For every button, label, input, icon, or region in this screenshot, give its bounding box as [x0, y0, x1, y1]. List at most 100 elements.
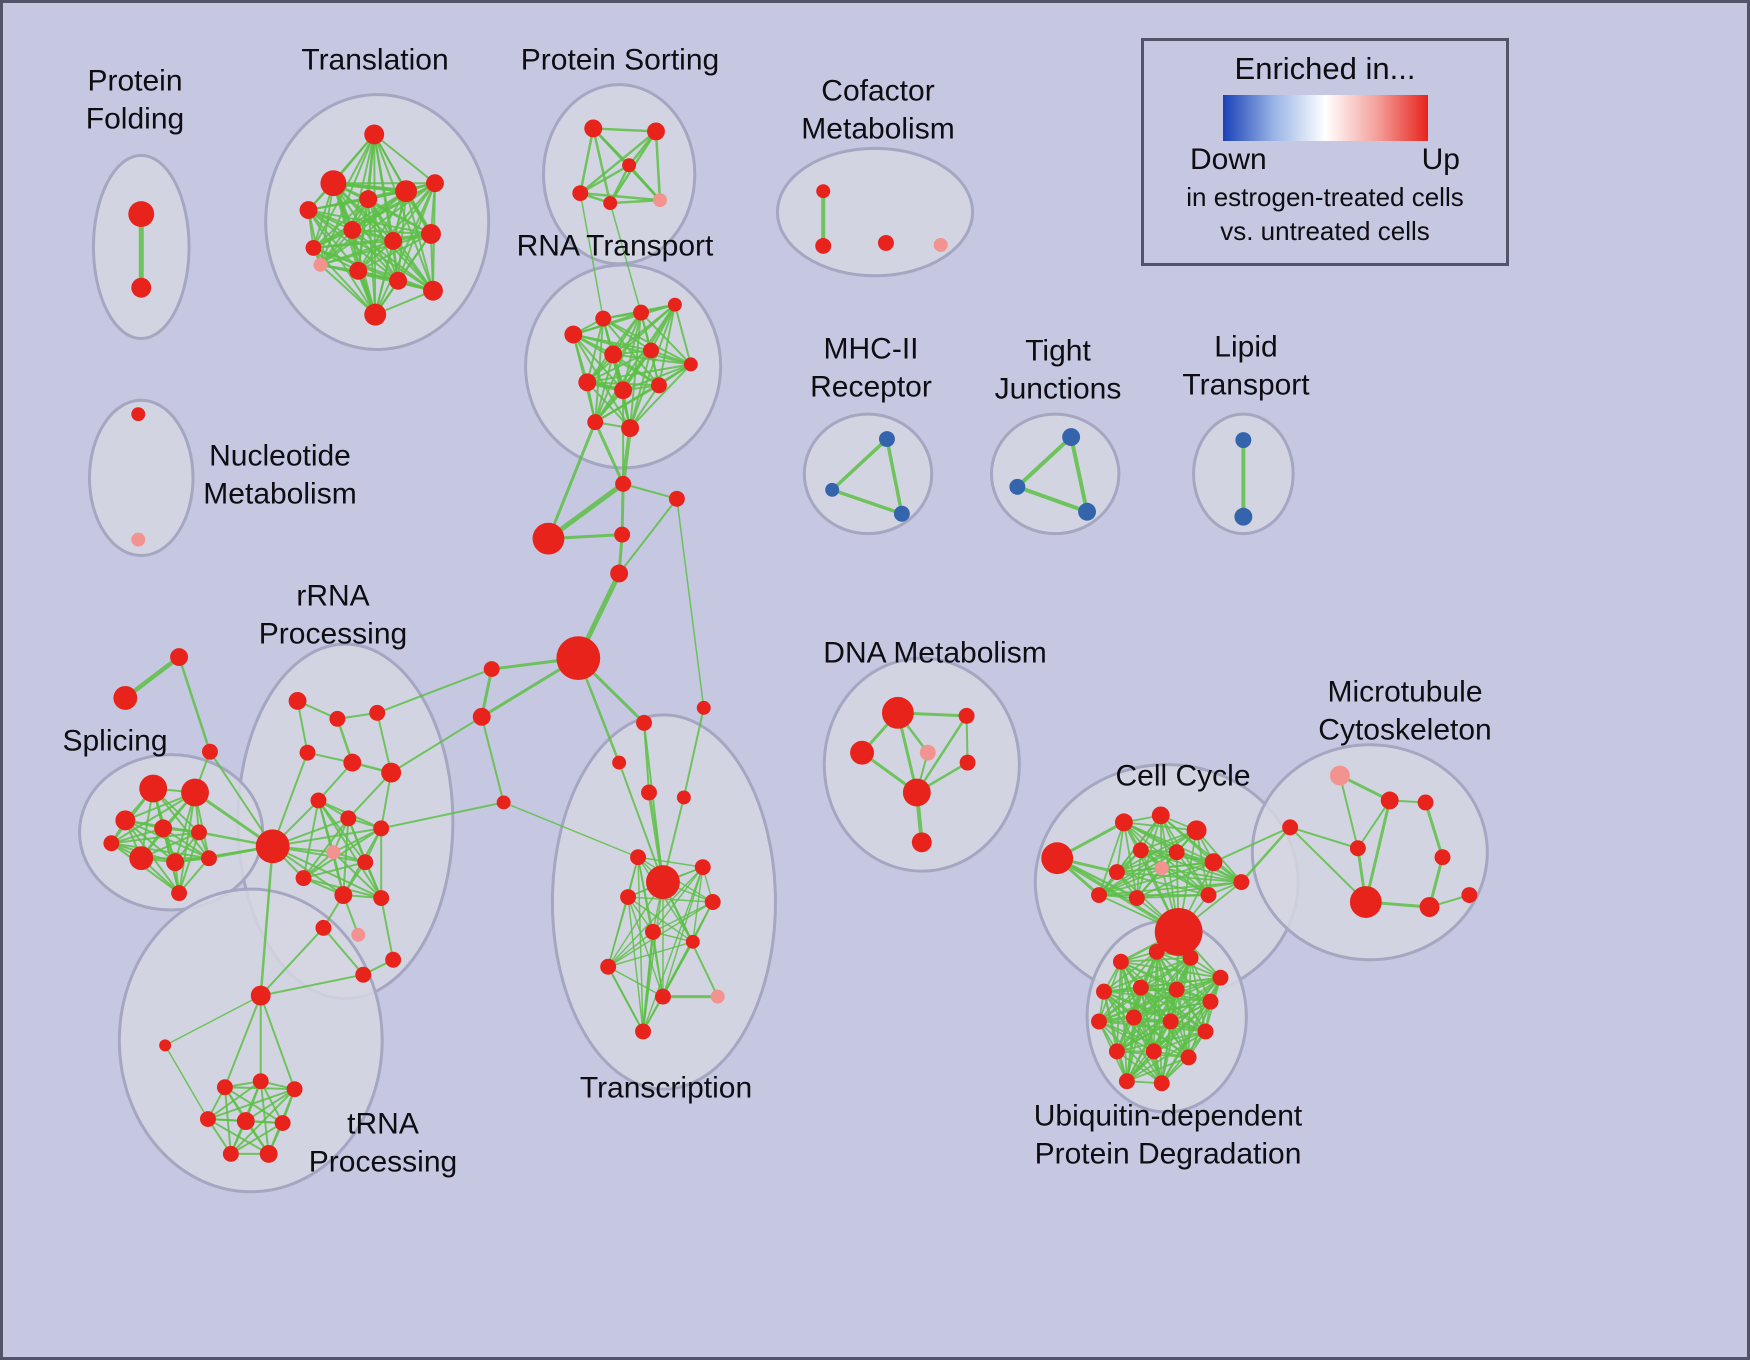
edge-ub8-ub10: [1132, 1000, 1212, 1019]
edge-ps4-ps5: [608, 198, 662, 205]
edge-rr12-rr13: [302, 861, 367, 880]
edge-ub3-ub5: [1103, 956, 1192, 993]
edge-mh1-mh3: [885, 437, 904, 516]
node-nm2: [131, 532, 146, 547]
node-tr7: [343, 221, 362, 239]
node-rr2: [329, 710, 346, 727]
edge-cc3-cc13: [1159, 814, 1243, 884]
edge-rt5-rt11: [594, 353, 615, 424]
node-rr16: [315, 919, 332, 936]
node-rt4: [667, 297, 682, 312]
cluster-nucleotide-metabolism: [87, 398, 195, 558]
node-mh3: [893, 505, 910, 522]
edge-ub7-ub9: [1098, 988, 1178, 1023]
node-cc8: [1108, 864, 1125, 881]
node-ub12: [1197, 1023, 1214, 1040]
node-tr4: [359, 190, 378, 209]
edge-sp3-sp7: [124, 819, 177, 864]
node-sp6: [129, 846, 154, 871]
edge-tn2-tn6: [164, 1044, 209, 1120]
edge-tc6-tc7: [637, 856, 704, 868]
edge-ub7-ub16: [1125, 988, 1178, 1083]
node-cn6: [483, 661, 500, 678]
edge-tc7-tc12: [607, 866, 704, 968]
edge-tr7-tr14: [351, 228, 434, 292]
edge-tr6-tr9: [392, 182, 436, 242]
edge-cc9-cc10: [1098, 867, 1163, 896]
edge-tc9-tc13: [627, 896, 664, 998]
node-tc4: [641, 784, 657, 801]
node-rr18: [385, 951, 402, 968]
node-ub3: [1182, 949, 1199, 966]
node-rt6: [643, 342, 659, 359]
edge-cc7-mc3: [1212, 826, 1292, 864]
node-tj2: [1009, 478, 1026, 495]
edge-cn3-rt11: [546, 420, 597, 541]
edge-rt4-rt11: [594, 303, 676, 424]
node-tn9: [222, 1145, 239, 1162]
edge-mc3-mchub: [1289, 826, 1367, 904]
edge-cn6-rr3: [376, 668, 493, 714]
node-sp10: [171, 885, 188, 902]
edge-rt10-rt12: [629, 363, 692, 430]
edge-tc6-tc15: [637, 856, 644, 1033]
edge-cc7-cc11: [1135, 861, 1215, 899]
node-dm3: [850, 740, 875, 765]
node-ps5: [652, 193, 667, 208]
node-sp4: [154, 819, 173, 838]
cluster-microtubule-cytoskeleton: [1250, 743, 1489, 962]
node-ps2: [647, 122, 665, 141]
node-ub5: [1096, 983, 1112, 1000]
node-cm4: [933, 237, 948, 252]
edge-mc1-mc5: [1338, 774, 1359, 850]
edge-dm2-dm6: [915, 714, 968, 794]
edge-mc2-mchub: [1364, 798, 1392, 904]
node-tn1: [250, 985, 271, 1006]
edge-rt1-rt8: [572, 333, 625, 392]
edge-tr11-tr15: [319, 263, 377, 316]
edge-tc2-tc5: [682, 706, 705, 799]
node-ub11: [1162, 1013, 1179, 1030]
legend-down-label: Down: [1190, 143, 1267, 176]
node-tr12: [349, 261, 368, 280]
edge-ps4-rt3: [609, 202, 642, 314]
node-rt8: [614, 381, 633, 400]
node-tr9: [384, 231, 403, 250]
node-tn10: [259, 1144, 278, 1163]
node-cc5: [1132, 842, 1149, 859]
node-cn7: [472, 707, 491, 726]
node-cn8: [496, 795, 511, 810]
legend: Enriched in... Down Up in estrogen-treat…: [1141, 38, 1509, 266]
edge-tn8-tn9: [229, 1122, 284, 1155]
node-cc6: [1168, 844, 1185, 861]
edge-tr3-tr11: [307, 209, 322, 266]
edge-ps5-ps6: [627, 164, 662, 202]
node-tr6: [425, 174, 444, 193]
edge-tr8-tr14: [312, 246, 434, 292]
cluster-trna-processing: [117, 887, 384, 1194]
edge-tj2-tj3: [1015, 484, 1090, 514]
node-rr1: [288, 691, 307, 710]
edge-tc12-tc13: [607, 965, 664, 998]
node-tc10: [645, 923, 661, 940]
edge-sp1-sp8: [152, 787, 210, 860]
node-tr13: [389, 271, 408, 290]
edge-sp2-sp9: [110, 791, 197, 845]
node-dm4: [919, 744, 936, 761]
edge-cc8-cc12: [1116, 871, 1210, 896]
edge-ps1-ps2: [592, 127, 658, 133]
edge-tr1-tr6: [373, 133, 436, 185]
legend-up-label: Up: [1421, 143, 1460, 176]
edge-tn5-tn6: [206, 1088, 296, 1121]
node-mc1: [1329, 765, 1350, 786]
node-tc9: [620, 889, 637, 906]
edge-tr6-tr15: [374, 182, 436, 316]
node-rr7: [255, 829, 290, 864]
node-cn3: [532, 522, 565, 555]
node-cn1: [615, 475, 632, 492]
node-mh1: [878, 431, 895, 448]
edge-tc10-tc15: [642, 931, 654, 1033]
edge-ub11-ub17: [1160, 1020, 1172, 1085]
edge-mc2-mc5: [1356, 799, 1391, 850]
